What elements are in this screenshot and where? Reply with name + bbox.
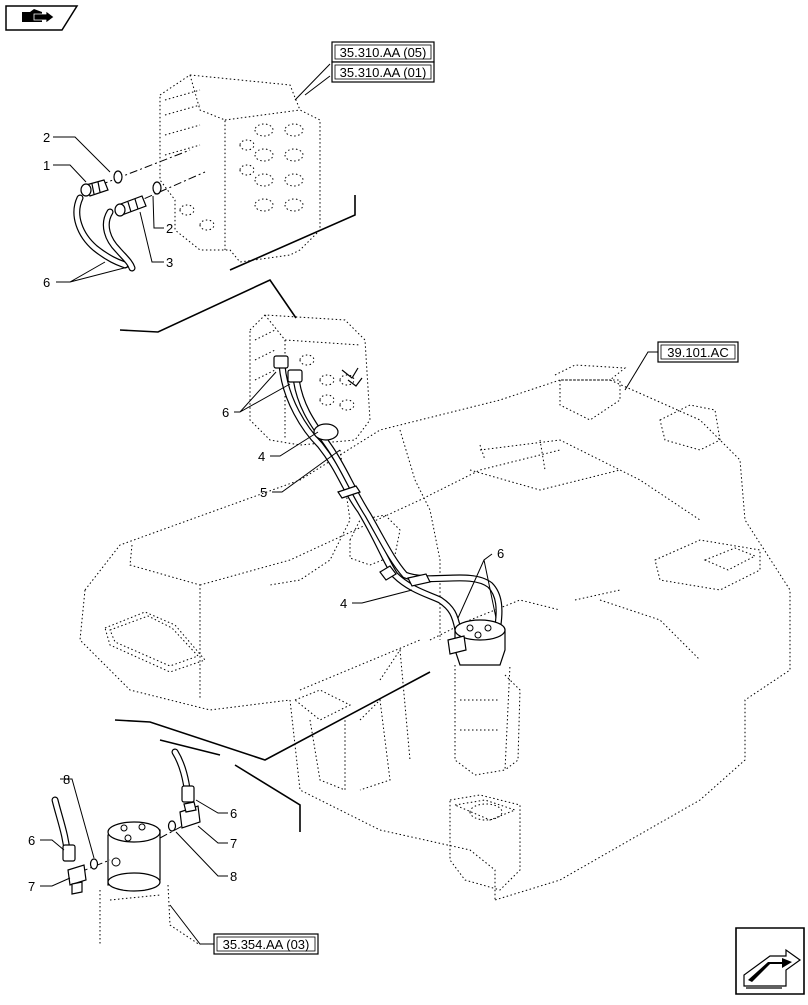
fitting-part-3: [114, 195, 147, 217]
callout-1: 1: [43, 158, 50, 173]
hose-assembly-long: [273, 355, 503, 634]
svg-text:35.310.AA (01): 35.310.AA (01): [340, 65, 427, 80]
callout-6: 6: [497, 546, 504, 561]
lower-swivel-detail: [51, 748, 201, 946]
svg-text:39.101.AC: 39.101.AC: [667, 345, 728, 360]
o-ring-part-2a: [113, 170, 123, 184]
callout-6: 6: [43, 275, 50, 290]
callout-6: 6: [230, 806, 237, 821]
hose-clamp-mid: [337, 485, 361, 499]
ref-box-35-310-aa-01[interactable]: 35.310.AA (01): [331, 61, 435, 83]
ref-box-35-354-aa-03[interactable]: 35.354.AA (03): [213, 933, 319, 955]
svg-text:35.354.AA (03): 35.354.AA (03): [223, 937, 310, 952]
swivel-joint-center: [447, 619, 521, 776]
elbow-fitting-part-7a: [67, 864, 87, 895]
control-valve-upper: [159, 74, 321, 263]
o-ring-part-2b: [152, 181, 162, 195]
upper-frame-outline: [79, 364, 791, 901]
upper-fittings-detail: [73, 149, 206, 272]
o-ring-part-8b: [167, 820, 177, 832]
callout-6: 6: [28, 833, 35, 848]
callout-2: 2: [166, 221, 173, 236]
svg-text:35.310.AA (05): 35.310.AA (05): [340, 45, 427, 60]
hose-clamp-upper: [313, 423, 339, 441]
o-ring-part-8a: [89, 858, 99, 870]
callout-6: 6: [222, 405, 229, 420]
callout-2: 2: [43, 130, 50, 145]
fitting-part-1: [80, 179, 109, 197]
ref-box-39-101-ac[interactable]: 39.101.AC: [657, 341, 739, 363]
callout-5: 5: [260, 485, 267, 500]
ref-box-35-310-aa-05[interactable]: 35.310.AA (05): [331, 41, 435, 63]
callout-8: 8: [230, 869, 237, 884]
callout-3: 3: [166, 255, 173, 270]
callout-numbers: 2 1 2 3 6 6 4 5 6 4 8 6 6 7 7 8: [28, 130, 504, 894]
callout-leaders: [40, 63, 658, 945]
next-page-arrow-icon[interactable]: [735, 927, 805, 995]
callout-7: 7: [230, 836, 237, 851]
valve-spool-ports: [179, 123, 304, 231]
elbow-fitting-part-7b: [179, 801, 201, 829]
callout-8: 8: [63, 772, 70, 787]
callout-7: 7: [28, 879, 35, 894]
callout-4: 4: [258, 449, 265, 464]
callout-4: 4: [340, 596, 347, 611]
hose-clamp-lower: [379, 565, 397, 581]
book-arrow-icon[interactable]: [5, 5, 79, 31]
control-valve-middle: [249, 314, 371, 446]
detail-bracket-lines: [114, 195, 431, 832]
